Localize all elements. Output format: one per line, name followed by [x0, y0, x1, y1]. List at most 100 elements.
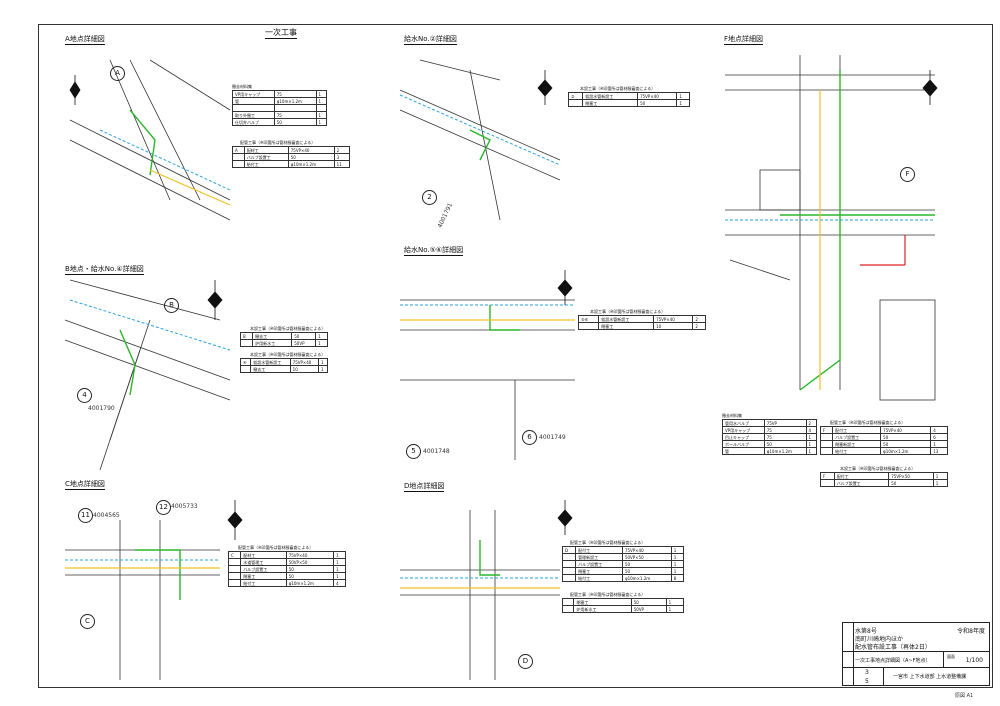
table-cell: 75 — [763, 433, 807, 441]
section-title-a: A地点詳細図 — [65, 35, 105, 45]
table-cell: ④ — [239, 358, 252, 366]
tb-sheet: 3 — [865, 669, 869, 676]
table-cell — [232, 104, 275, 112]
table-cell: 閉塞工 — [598, 322, 655, 330]
table-cell: 75VP×40 — [621, 546, 672, 554]
table-cell: 水道管理工 — [240, 558, 287, 566]
table-cell: φ10m×1.2m — [287, 160, 335, 168]
table-cell: 撤去工 — [250, 365, 291, 373]
tb-drawing: 一次工事地点詳細図（A~F地点） — [855, 658, 931, 664]
table-cell: 50 — [621, 560, 672, 568]
table-cell: ⑤⑥ — [577, 315, 600, 323]
table-cell: ボールバルブ — [722, 440, 765, 448]
table-cell: 給付工 — [832, 447, 882, 455]
table-cell: 50VP — [291, 339, 317, 347]
table-cell: 1 — [315, 90, 328, 98]
marker-d: D — [518, 654, 533, 669]
table-cell: 配付工 — [833, 472, 890, 480]
table-cell: 50 — [637, 99, 678, 107]
table-cell: 1 — [333, 565, 346, 573]
table-cell: 管用水バルブ — [722, 419, 765, 427]
table-cell — [567, 99, 584, 107]
table-cell — [239, 365, 252, 373]
section-title-c: C地点詳細図 — [65, 480, 105, 490]
table-cell — [561, 567, 577, 575]
table-caption: 配管工事（※印箇所は管材服審査による） — [240, 140, 316, 145]
table-cell: 炉用新水工 — [252, 339, 293, 347]
table-cell: 3 — [333, 153, 351, 161]
tb-line2: 南町川崎地内ほか — [855, 636, 904, 643]
table-cell: ② — [567, 92, 584, 100]
tb-line3: 配水管布設工事（再体2日） — [855, 644, 931, 651]
table-caption: 本設工事（※印箇所は管材服審査による） — [250, 352, 326, 357]
marker-num-5: 5 — [406, 444, 421, 459]
table-cell — [227, 579, 242, 587]
marker-num-2: 2 — [422, 190, 437, 205]
table-cell: 閉塞工 — [240, 572, 287, 580]
table-cell: 75VP×40 — [637, 92, 678, 100]
table-cell: 給付工 — [240, 579, 287, 587]
table-caption: 本設工事（※印箇所は管材服審査による） — [580, 86, 656, 91]
table-cell: 13 — [930, 447, 948, 455]
table-cell: 目止キャップ — [722, 433, 765, 441]
table-cell: 10 — [653, 322, 694, 330]
table-cell: 1 — [315, 332, 328, 340]
table-cell: 2 — [805, 419, 818, 427]
table-cell: 50 — [888, 479, 934, 487]
table-cell: 75VP×40 — [287, 146, 335, 154]
marker-num-4: 4 — [77, 388, 92, 403]
table-cell — [232, 153, 245, 161]
table-cell: 取り外撤工 — [232, 111, 275, 119]
table-cell: 4 — [930, 426, 948, 434]
table-cell: 仕切弁バルブ — [232, 118, 275, 126]
table-cell: 給付工 — [575, 574, 623, 582]
table-cell — [561, 574, 577, 582]
marker-num-12: 12 — [156, 500, 171, 515]
table-cell: φ10m×1.2m — [880, 447, 932, 455]
table-cell — [819, 447, 834, 455]
table-cell: 11 — [333, 160, 351, 168]
table-cell — [227, 565, 242, 573]
footer-original: 原図 A1 — [955, 693, 974, 699]
table-cell — [273, 104, 317, 112]
table-cell — [561, 553, 577, 561]
table-cell: 1 — [805, 433, 818, 441]
table-cell: 50 — [880, 433, 932, 441]
table-cell: 1 — [930, 440, 948, 448]
table-cell — [820, 479, 835, 487]
table-caption: 配管工事（※印箇所は管材服審査による） — [238, 545, 314, 550]
table-cell: B — [239, 332, 254, 340]
table-cell: 閉塞工 — [575, 567, 623, 575]
table-cell: 給付工 — [243, 160, 289, 168]
table-cell: 閉塞新設工 — [832, 440, 882, 448]
table-cell: 50 — [273, 118, 317, 126]
table-caption: 撤去材料集 — [232, 84, 252, 89]
tb-year: 令和8年度 — [957, 628, 985, 635]
marker-a: A — [110, 66, 125, 81]
table-cell: 配材工 — [240, 551, 287, 559]
marker-num-11: 11 — [78, 508, 93, 523]
table-cell: VP用キャップ — [722, 426, 765, 434]
table-cell: 50 — [630, 598, 667, 606]
table-cell — [239, 339, 254, 347]
table-cell: 75VP×40 — [289, 358, 319, 366]
table-cell: 1 — [670, 546, 685, 554]
table-cell: 10 — [289, 365, 319, 373]
table-cell — [227, 558, 242, 566]
drawing-frame — [38, 24, 993, 688]
table-cell: 1 — [333, 572, 346, 580]
code-5: 4001748 — [423, 448, 450, 455]
table-cell — [561, 605, 575, 613]
table-cell: 50 — [621, 567, 672, 575]
